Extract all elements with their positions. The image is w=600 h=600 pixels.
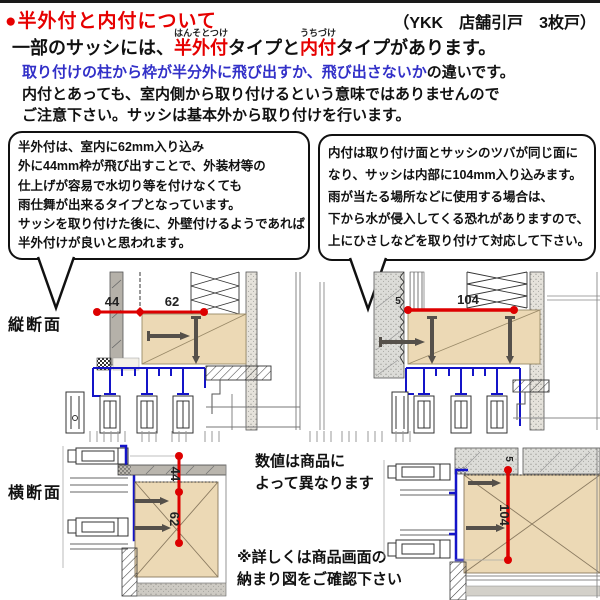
screw — [147, 316, 201, 364]
base-strip — [465, 585, 600, 597]
interior-sill-hatch — [205, 365, 272, 381]
red-bullet-icon: ● — [5, 11, 18, 32]
section-label-vertical: 縦断面 — [8, 317, 63, 334]
vsec-interior-diagram: 104 5 — [309, 271, 600, 442]
term-interior: 内付うちづけ — [300, 28, 337, 58]
term-interior-ruby: うちづけ — [300, 28, 337, 38]
furring-strip — [409, 271, 425, 311]
interior-sill-hatch — [512, 379, 550, 393]
difference-note: 取り付けの柱から枠が半分外に飛び出すか、飛び出さないかの違いです。 — [22, 61, 515, 82]
see-product-note: ※詳しくは商品画面の 納まり図をご確認下さい — [237, 549, 403, 588]
term-semi-exterior-text: 半外付 — [174, 38, 228, 58]
screw — [379, 316, 515, 364]
sill-hatch-strip — [121, 547, 138, 597]
page-title-text: 半外付と内付について — [17, 11, 217, 32]
section-label-horizontal: 横断面 — [8, 485, 63, 502]
term-semi-exterior-ruby: はんそとつけ — [174, 28, 228, 38]
exterior-siding — [109, 271, 124, 366]
dim-label-44: 44 — [105, 294, 120, 309]
sash-head-frame — [92, 367, 206, 397]
caution-note-line1: 内付とあっても、室内側から取り付けるという意味ではありませんので — [22, 86, 500, 103]
screw — [466, 479, 505, 532]
top-border-bar — [0, 0, 600, 3]
dimension-interior-h: 104 5 — [455, 456, 514, 564]
mortar-joint — [118, 465, 131, 475]
door-panels — [65, 391, 194, 434]
dim-label-5: 5 — [395, 296, 401, 307]
intro-sentence: 一部のサッシには、半外付はんそとつけタイプと内付うちづけタイプがあります。 — [12, 28, 496, 63]
term-interior-text: 内付 — [300, 38, 337, 58]
diagram-canvas: 44 62 — [62, 271, 600, 600]
product-label: （YKK 店舗引戸 3枚戸） — [393, 15, 596, 32]
dim-label-62-rotated: 62 — [167, 512, 182, 526]
page-title: ●半外付と内付について — [5, 6, 217, 33]
dimension-semi-exterior: 44 62 — [93, 294, 208, 317]
speech-bubble-interior: 内付は取り付け面とサッシのツバが同じ面に なり、サッシは内部に104mm入り込み… — [318, 134, 596, 261]
door-panels — [387, 463, 451, 559]
dimension-interior: 104 5 — [395, 292, 518, 314]
sill-hatch-strip — [449, 561, 467, 600]
dim-label-104: 104 — [457, 292, 479, 307]
dim-label-104-rotated: 104 — [497, 504, 512, 526]
term-semi-exterior: 半外付はんそとつけ — [174, 28, 228, 58]
intro-pre: 一部のサッシには、 — [12, 38, 174, 58]
speech-bubble-tail-left — [36, 256, 76, 312]
door-panels — [391, 391, 508, 434]
dim-label-44-rotated: 44 — [168, 467, 183, 482]
difference-note-tail: の違いです。 — [426, 64, 515, 81]
door-panels — [67, 447, 129, 537]
insulation-batt — [190, 271, 240, 315]
sash-head-frame — [405, 367, 521, 426]
caution-note-line2: ご注意下さい。サッシは基本外から取り付けを行います。 — [22, 107, 411, 124]
panel-bottom-ticks — [89, 431, 220, 442]
hsec-semi-exterior-diagram: 44 62 — [62, 444, 227, 597]
hsec-interior-diagram: 104 5 — [383, 447, 600, 600]
panel-bottom-ticks — [309, 431, 411, 442]
intro-post: タイプがあります。 — [336, 38, 497, 58]
difference-note-blue: 取り付けの柱から枠が半分外に飛び出すか、飛び出さないか — [22, 64, 427, 81]
dim-label-5-rotated: 5 — [503, 456, 514, 462]
dimension-semi-exterior-h: 44 62 — [130, 452, 183, 547]
screw — [134, 497, 171, 532]
insulation-batt — [466, 271, 528, 309]
dim-label-62: 62 — [165, 294, 179, 309]
values-vary-note: 数値は商品に よって異なります — [255, 453, 374, 492]
vsec-semi-exterior-diagram: 44 62 — [65, 271, 301, 442]
speech-bubble-semi-exterior: 半外付は、室内に62mm入り込み 外に44mm枠が飛び出すことで、外装材等の 仕… — [8, 131, 310, 260]
concrete-edge-zigzag — [399, 271, 405, 365]
intro-mid: タイプと — [228, 38, 300, 58]
